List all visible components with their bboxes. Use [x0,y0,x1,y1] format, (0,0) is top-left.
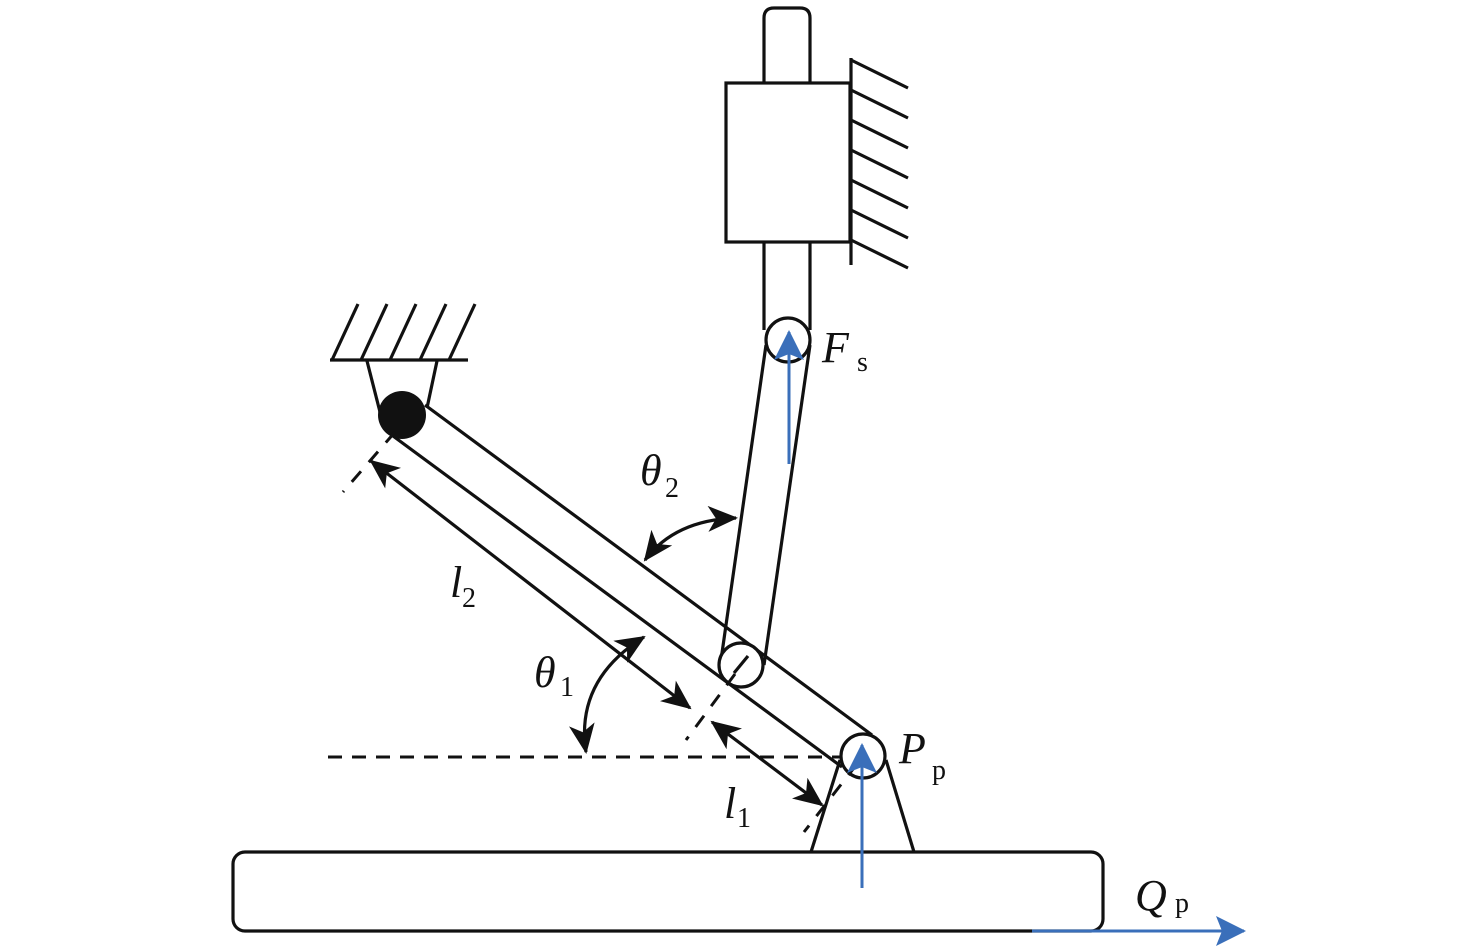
label-theta2-sub: 2 [665,473,679,504]
ceiling-ground-hatch [330,303,477,413]
label-l2: l 2 [450,558,476,614]
middle-joint [717,641,765,689]
fixed-pivot [378,391,426,439]
base-plate [231,850,1105,933]
vertical-slider-rod [762,6,812,330]
theta1-arc-arrow [568,635,646,754]
connecting-link [719,344,812,666]
label-pp-sub: p [932,755,946,786]
label-theta2-main: θ [640,446,662,495]
label-theta1-main: θ [534,648,556,697]
l2-dimension-arrow [369,459,692,710]
label-pp: P p [898,724,946,786]
label-l2-main: l [450,558,462,607]
label-pp-main: P [898,724,926,773]
label-qp-sub: p [1175,888,1189,919]
label-qp-main: Q [1135,871,1167,920]
label-fs-sub: s [857,347,868,378]
label-l2-sub: 2 [462,583,476,614]
label-fs: F s [821,323,868,378]
l1-dimension-arrow [710,720,824,807]
label-l1-sub: 1 [737,803,751,834]
theta2-arc-arrow [643,505,738,562]
label-fs-main: F [821,323,850,372]
label-theta1-sub: 1 [560,672,574,703]
label-qp: Q p [1135,871,1189,920]
slider-guide-block [724,81,852,244]
wall-ground-hatch [849,58,909,270]
label-l1: l 1 [724,779,751,834]
label-theta2: θ 2 [640,446,679,504]
label-theta1: θ 1 [534,648,574,703]
label-l1-main: l [724,779,736,828]
dimension-extension-lines [341,431,859,833]
